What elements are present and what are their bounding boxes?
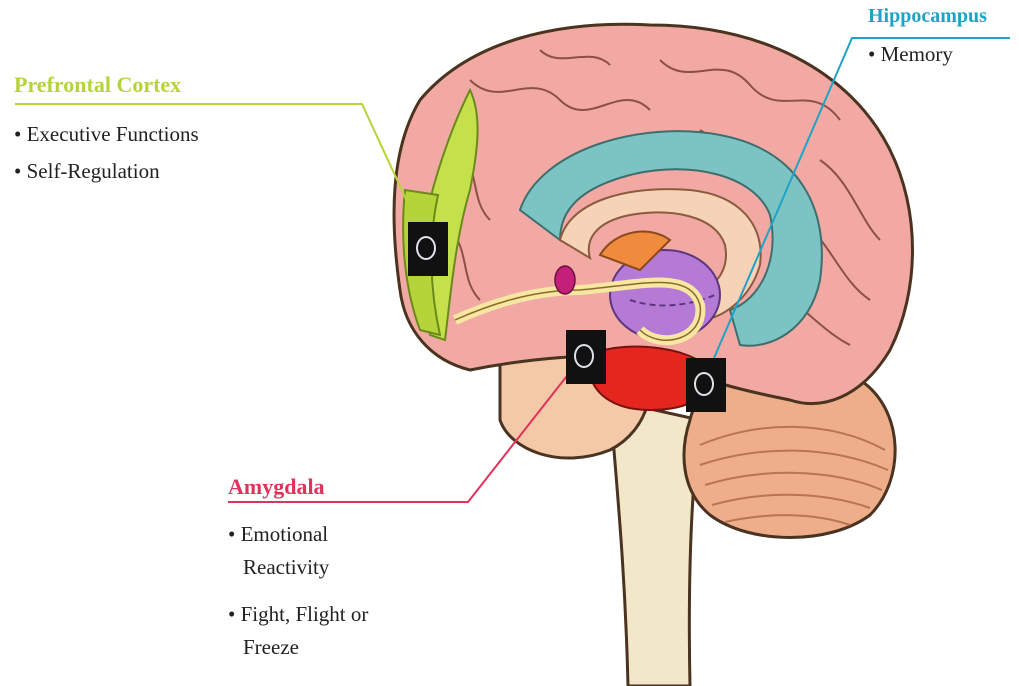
hippocampus-item-1: • Memory — [868, 38, 953, 70]
bullet-text: Emotional — [241, 522, 329, 546]
amygdala-item-1: • Emotional — [228, 518, 328, 550]
bullet-mark: • — [868, 42, 875, 66]
bullet-text: Memory — [881, 42, 953, 66]
bullet-text: Self-Regulation — [27, 159, 160, 183]
prefrontal-item-1: • Executive Functions — [14, 118, 199, 150]
prefrontal-item-2: • Self-Regulation — [14, 155, 160, 187]
bullet-mark: • — [228, 602, 235, 626]
bullet-mark: • — [228, 522, 235, 546]
prefrontal-marker — [408, 222, 448, 276]
circle-icon — [416, 236, 436, 260]
bullet-mark: • — [14, 122, 21, 146]
circle-icon — [574, 344, 594, 368]
prefrontal-title: Prefrontal Cortex — [14, 72, 181, 98]
circle-icon — [694, 372, 714, 396]
amygdala-item-2: • Fight, Flight or — [228, 598, 368, 630]
amygdala-item-1-cont: Reactivity — [243, 551, 329, 583]
amygdala-item-2-cont: Freeze — [243, 631, 299, 663]
hippocampus-marker — [686, 358, 726, 412]
bullet-mark: • — [14, 159, 21, 183]
amygdala-title: Amygdala — [228, 474, 325, 500]
amygdala-marker — [566, 330, 606, 384]
bullet-text: Fight, Flight or — [241, 602, 369, 626]
bullet-text: Executive Functions — [27, 122, 199, 146]
hippocampus-title: Hippocampus — [868, 5, 987, 28]
